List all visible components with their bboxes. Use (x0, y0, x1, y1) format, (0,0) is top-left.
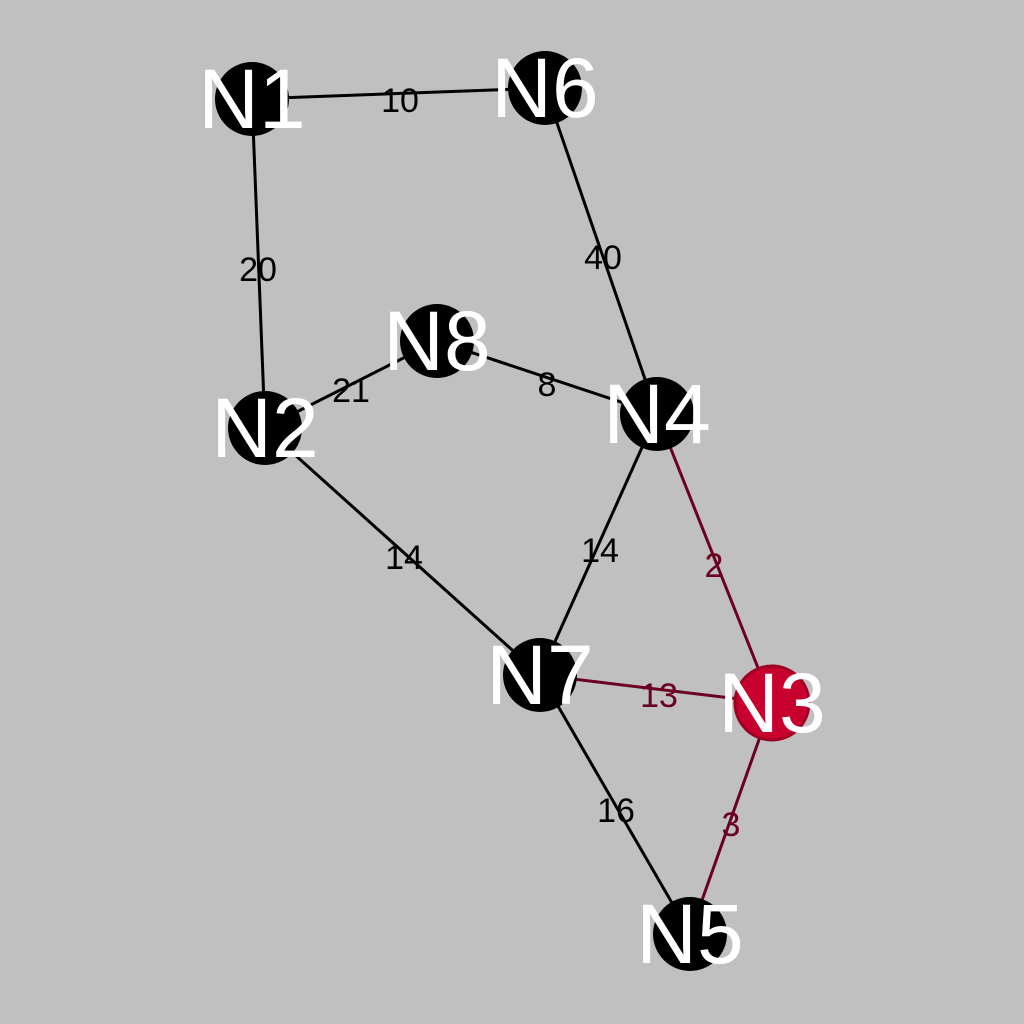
edge-n2-n7 (263, 426, 542, 677)
node-circle-n2 (228, 391, 302, 465)
node-label-n5: N5 (636, 887, 743, 981)
edge-n7-n5 (538, 674, 692, 935)
edge-n1-n2 (250, 98, 267, 429)
node-label-n1: N1 (198, 52, 305, 146)
edge-weight-n7-n5: 16 (597, 792, 635, 830)
node-circle-n4 (620, 377, 694, 451)
node-n3: N3 (718, 656, 825, 750)
edge-weight-n1-n2: 20 (239, 251, 277, 289)
edge-weight-n8-n4: 8 (538, 366, 557, 404)
node-n1: N1 (198, 52, 305, 146)
edge-n4-n3 (655, 413, 774, 704)
node-n4: N4 (603, 367, 710, 461)
node-n5: N5 (636, 887, 743, 981)
node-label-n7: N7 (486, 628, 593, 722)
node-n7: N7 (486, 628, 593, 722)
node-n6: N6 (491, 41, 598, 135)
node-label-n6: N6 (491, 41, 598, 135)
node-label-n2: N2 (211, 381, 318, 475)
edge-n3-n5 (688, 702, 774, 935)
edge-weight-n4-n7: 14 (581, 532, 619, 570)
edge-n8-n4 (436, 339, 658, 416)
edge-weight-n6-n4: 40 (584, 239, 622, 277)
edges-layer (250, 86, 774, 935)
node-circle-n3 (733, 664, 811, 742)
edge-weight-n2-n8: 21 (332, 372, 370, 410)
edge-weight-n2-n7: 14 (385, 539, 423, 577)
edge-weight-n3-n5: 3 (722, 806, 741, 844)
node-circle-n6 (508, 51, 582, 125)
node-circle-n5 (653, 897, 727, 971)
edge-n1-n6 (251, 86, 546, 101)
edge-weights-layer: 10 20 40 21 8 14 14 2 13 16 3 (239, 82, 740, 844)
node-label-n4: N4 (603, 367, 710, 461)
node-n2: N2 (211, 381, 318, 475)
edge-weight-n7-n3: 13 (640, 677, 678, 715)
edge-n6-n4 (543, 87, 659, 415)
node-circle-n1 (215, 62, 289, 136)
node-label-n8: N8 (383, 294, 490, 388)
node-n8: N8 (383, 294, 490, 388)
edge-weight-n4-n3: 2 (705, 547, 724, 585)
edge-n7-n3 (539, 673, 773, 705)
node-circle-n7 (503, 638, 577, 712)
edge-weight-n1-n6: 10 (381, 82, 419, 120)
edge-n4-n7 (538, 413, 659, 676)
node-label-n3: N3 (718, 656, 825, 750)
node-circle-n8 (400, 304, 474, 378)
